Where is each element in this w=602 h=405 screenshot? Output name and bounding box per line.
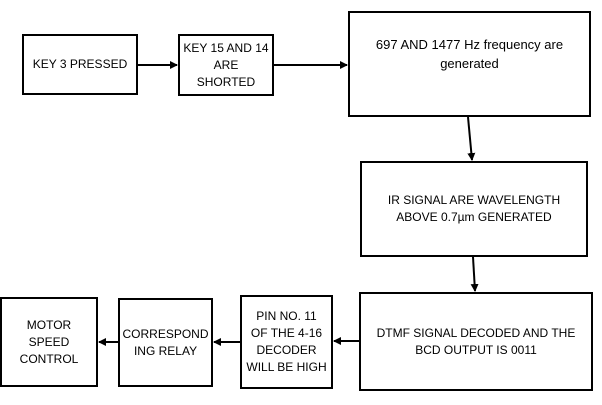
- arrow-ir-to-dtmf: [470, 256, 479, 292]
- keys-shorted-box: KEY 15 AND 14 ARE SHORTED: [178, 34, 274, 96]
- frequency-generated-box: 697 AND 1477 Hz frequency are generated: [348, 11, 591, 117]
- key3-pressed-box: KEY 3 PRESSED: [22, 34, 138, 95]
- dtmf-decoded-box: DTMF SIGNAL DECODED AND THE BCD OUTPUT I…: [359, 292, 593, 391]
- motor-speed-control-box: MOTOR SPEED CONTROL: [0, 297, 98, 387]
- arrow-frequency-to-ir: [467, 116, 476, 161]
- decoder-pin-box: PIN NO. 11 OF THE 4-16 DECODER WILL BE H…: [240, 295, 333, 389]
- ir-signal-box: IR SIGNAL ARE WAVELENGTH ABOVE 0.7µm GEN…: [360, 161, 588, 257]
- relay-box: CORRESPOND ING RELAY: [118, 298, 213, 387]
